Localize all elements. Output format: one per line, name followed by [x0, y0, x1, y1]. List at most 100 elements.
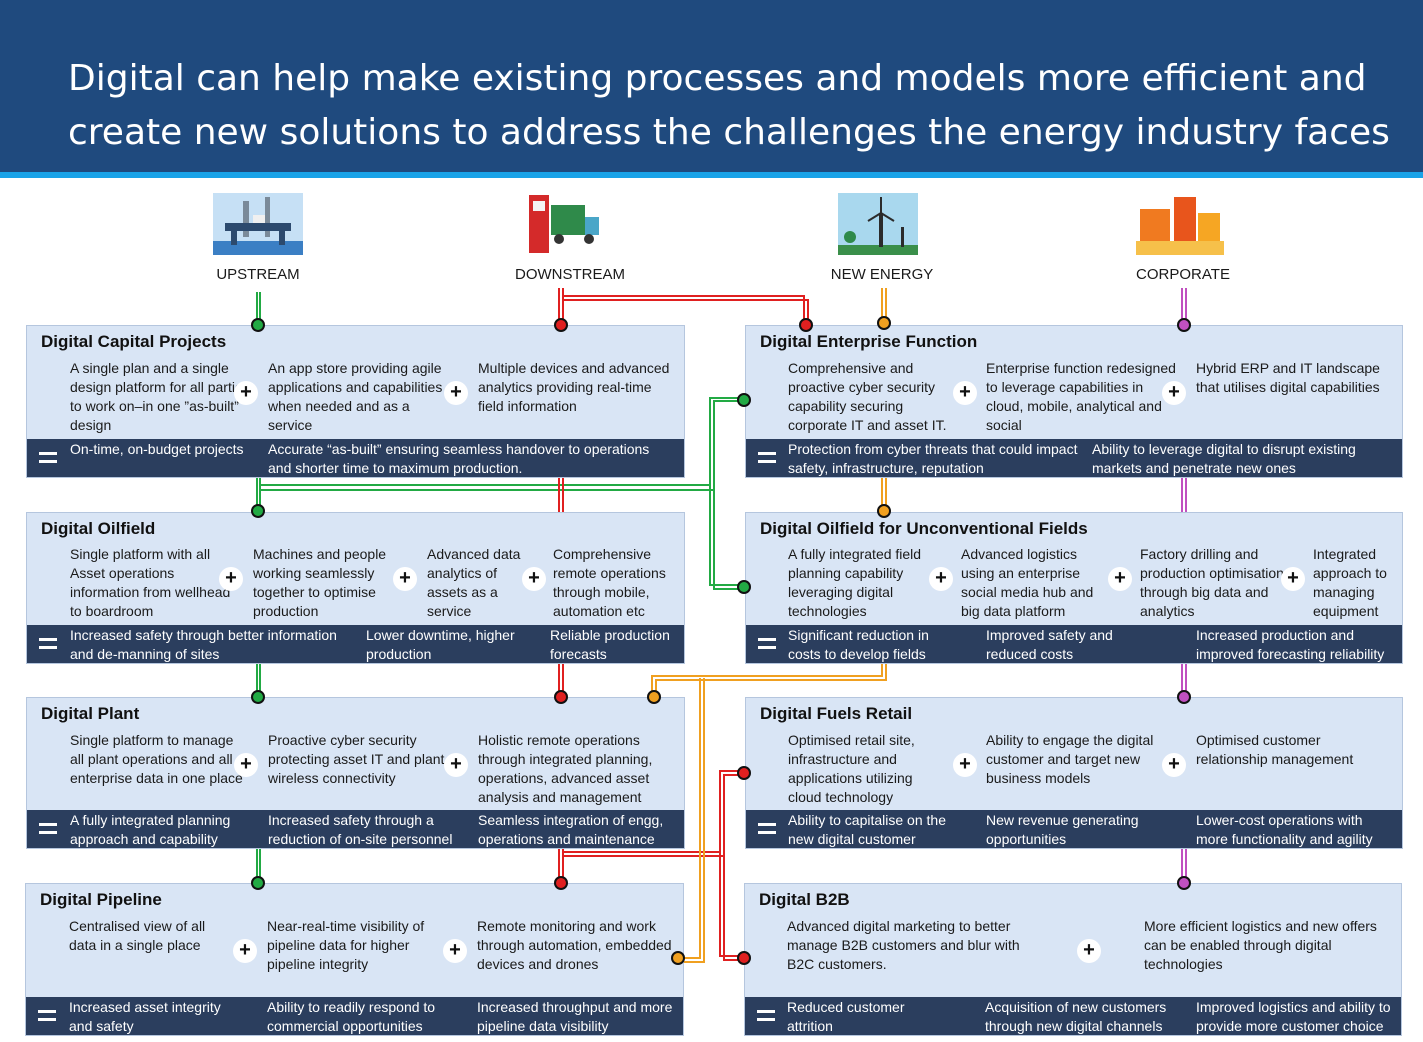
- equals-icon: [758, 637, 776, 651]
- equals-icon: [757, 1009, 775, 1023]
- outcome-bar: Protection from cyber threats that could…: [746, 439, 1402, 477]
- offshore-rig-icon: [213, 193, 303, 255]
- header-stripe: [0, 172, 1423, 178]
- outcome-text: Ability to readily respond to commercial…: [267, 999, 436, 1034]
- outcome-bar: Reduced customer attrition Acquisition o…: [745, 997, 1401, 1035]
- card-title: Digital Plant: [41, 704, 140, 723]
- plus-icon: +: [444, 753, 468, 777]
- plus-icon: +: [1162, 381, 1186, 405]
- card-digital-oilfield-unconventional: Digital Oilfield for Unconventional Fiel…: [745, 512, 1403, 664]
- plus-icon: +: [953, 753, 977, 777]
- card-title: Digital B2B: [759, 890, 850, 909]
- feature-text: Advanced data analytics of assets as a s…: [427, 546, 521, 619]
- card-title: Digital Fuels Retail: [760, 704, 913, 723]
- card-title: Digital Pipeline: [40, 890, 162, 909]
- card-digital-pipeline: Digital Pipeline Centralised view of all…: [25, 883, 684, 1036]
- segment-label-downstream: DOWNSTREAM: [515, 266, 625, 283]
- feature-text: An app store providing agile application…: [268, 360, 443, 433]
- card-title: Digital Capital Projects: [41, 332, 227, 351]
- feature-text: A single plan and a single design platfo…: [70, 360, 250, 433]
- plus-icon: +: [1077, 939, 1101, 963]
- outcome-text: New revenue generating opportunities: [986, 812, 1139, 847]
- outcome-text: Increased throughput and more pipeline d…: [477, 999, 673, 1034]
- outcome-bar: Significant reduction in costs to develo…: [746, 625, 1402, 663]
- outcome-bar: Increased safety through better informat…: [27, 625, 684, 663]
- outcome-text: Lower-cost operations with more function…: [1196, 812, 1373, 847]
- plus-icon: +: [953, 381, 977, 405]
- feature-text: Single platform with all Asset operation…: [70, 546, 231, 619]
- wind-turbine-icon: [838, 193, 918, 255]
- feature-text: Proactive cyber security protecting asse…: [268, 732, 445, 786]
- plus-icon: +: [443, 939, 467, 963]
- feature-text: Machines and people working seamlessly t…: [253, 546, 387, 619]
- card-digital-oilfield: Digital Oilfield Single platform with al…: [26, 512, 685, 664]
- feature-text: Integrated approach to managing equipmen…: [1313, 546, 1387, 619]
- card-title: Digital Oilfield: [41, 519, 156, 538]
- outcome-text: Ability to leverage digital to disrupt e…: [1092, 441, 1356, 476]
- outcome-bar: Ability to capitalise on the new digital…: [746, 810, 1402, 848]
- card-digital-b2b: Digital B2B Advanced digital marketing t…: [744, 883, 1402, 1036]
- segment-label-corporate: CORPORATE: [1136, 266, 1230, 283]
- outcome-text: Increased safety through better informat…: [70, 627, 337, 662]
- feature-text: Advanced digital marketing to better man…: [787, 918, 1020, 972]
- outcome-text: Increased production and improved foreca…: [1196, 627, 1385, 662]
- outcome-text: Improved safety and reduced costs: [986, 627, 1113, 662]
- outcome-text: Protection from cyber threats that could…: [788, 441, 1078, 476]
- plus-icon: +: [1281, 567, 1305, 591]
- outcome-text: Improved logistics and ability to provid…: [1196, 999, 1391, 1034]
- equals-icon: [39, 822, 57, 836]
- plus-icon: +: [233, 939, 257, 963]
- outcome-text: A fully integrated planning approach and…: [70, 812, 231, 847]
- card-title: Digital Enterprise Function: [760, 332, 978, 351]
- segment-label-new-energy: NEW ENERGY: [830, 266, 934, 283]
- plus-icon: +: [1162, 753, 1186, 777]
- outcome-text: Seamless integration of engg, operations…: [478, 812, 664, 847]
- feature-text: Remote monitoring and work through autom…: [477, 918, 672, 972]
- outcome-bar: A fully integrated planning approach and…: [27, 810, 684, 848]
- card-digital-fuels-retail: Digital Fuels Retail Optimised retail si…: [745, 697, 1403, 849]
- equals-icon: [39, 637, 57, 651]
- feature-text: Comprehensive remote operations through …: [553, 546, 666, 619]
- feature-text: Near-real-time visibility of pipeline da…: [267, 918, 425, 972]
- feature-text: Advanced logistics using an enterprise s…: [961, 546, 1094, 619]
- plus-icon: +: [444, 381, 468, 405]
- page-title: Digital can help make existing processes…: [68, 58, 1390, 153]
- plus-icon: +: [522, 567, 546, 591]
- outcome-text: Increased safety through a reduction of …: [268, 812, 453, 847]
- outcome-text: On-time, on-budget projects: [70, 441, 244, 457]
- feature-text: Enterprise function redesigned to levera…: [986, 360, 1176, 433]
- outcome-text: Accurate “as-built” ensuring seamless ha…: [268, 441, 650, 476]
- segment-label-upstream: UPSTREAM: [216, 266, 300, 283]
- feature-text: Optimised retail site, infrastructure an…: [788, 732, 915, 805]
- office-buildings-icon: [1136, 193, 1224, 255]
- feature-text: Ability to engage the digital customer a…: [986, 732, 1154, 786]
- equals-icon: [39, 451, 57, 465]
- feature-text: More efficient logistics and new offers …: [1144, 918, 1377, 972]
- equals-icon: [38, 1009, 56, 1023]
- header-banner: [0, 0, 1423, 172]
- feature-text: A fully integrated field planning capabi…: [788, 546, 922, 619]
- feature-text: Centralised view of all data in a single…: [69, 918, 206, 953]
- plus-icon: +: [234, 381, 258, 405]
- feature-text: Factory drilling and production optimisa…: [1140, 546, 1284, 619]
- equals-icon: [758, 822, 776, 836]
- equals-icon: [758, 451, 776, 465]
- plus-icon: +: [234, 753, 258, 777]
- fuel-truck-icon: [527, 193, 601, 255]
- feature-text: Single platform to manage all plant oper…: [70, 732, 243, 786]
- feature-text: Multiple devices and advanced analytics …: [478, 360, 670, 414]
- outcome-text: Increased asset integrity and safety: [69, 999, 221, 1034]
- outcome-bar: On-time, on-budget projects Accurate “as…: [27, 439, 684, 477]
- plus-icon: +: [1108, 567, 1132, 591]
- outcome-text: Reduced customer attrition: [787, 999, 905, 1034]
- plus-icon: +: [929, 567, 953, 591]
- outcome-text: Significant reduction in costs to develo…: [788, 627, 929, 662]
- feature-text: Optimised customer relationship manageme…: [1196, 732, 1354, 767]
- plus-icon: +: [219, 567, 243, 591]
- card-digital-enterprise-function: Digital Enterprise Function Comprehensiv…: [745, 325, 1403, 478]
- outcome-text: Ability to capitalise on the new digital…: [788, 812, 946, 847]
- outcome-bar: Increased asset integrity and safety Abi…: [26, 997, 683, 1035]
- card-digital-plant: Digital Plant Single platform to manage …: [26, 697, 685, 849]
- feature-text: Hybrid ERP and IT landscape that utilise…: [1196, 360, 1380, 395]
- outcome-text: Acquisition of new customers through new…: [985, 999, 1167, 1034]
